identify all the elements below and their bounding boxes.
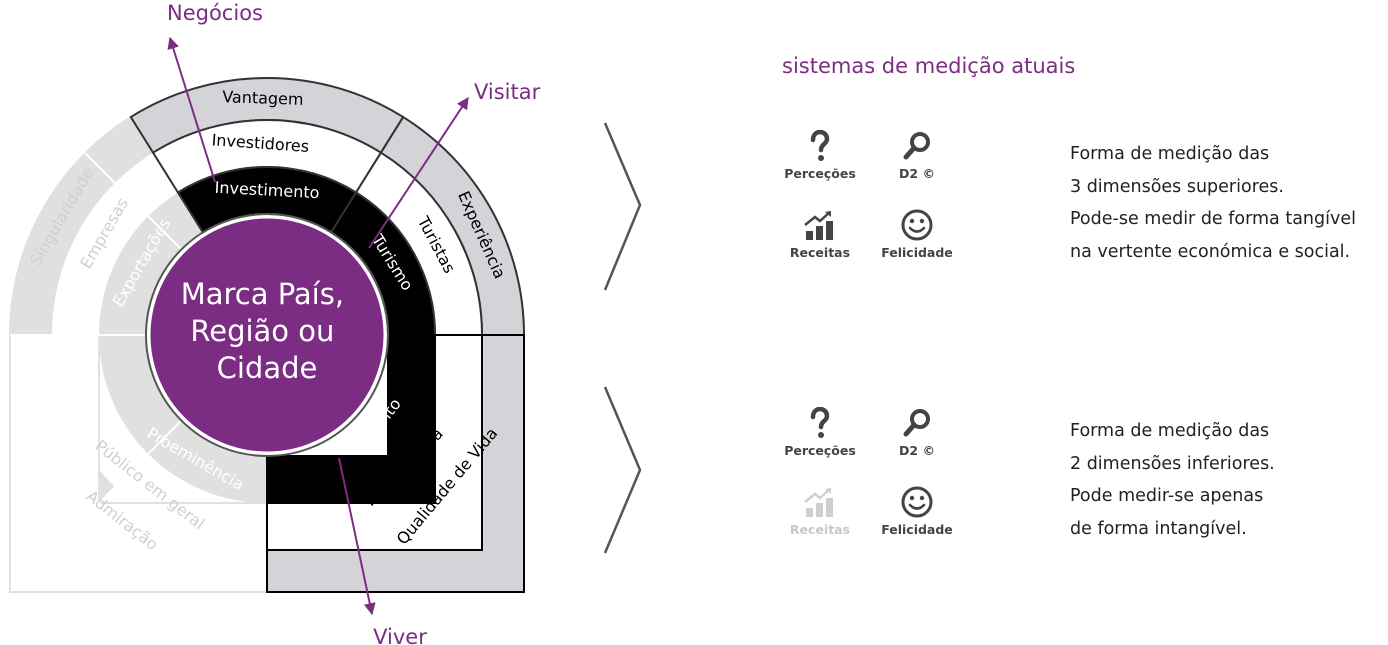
metric-label: Receitas bbox=[789, 245, 851, 260]
brand-wheel-diagram: InvestimentoTurismoTalentoProeminênciaEx… bbox=[9, 1, 642, 645]
description-line: 2 dimensões inferiores. bbox=[1070, 453, 1275, 474]
description-line: Pode medir-se apenas bbox=[1070, 486, 1264, 506]
metric-percecoes-1: Perceções bbox=[775, 130, 865, 181]
center-line-2: Região ou bbox=[190, 314, 334, 348]
axis-arrow-live bbox=[338, 457, 376, 616]
metric-receitas-1: Receitas bbox=[775, 209, 865, 260]
faded-divider bbox=[84, 419, 183, 518]
label-vantagem: Vantagem bbox=[222, 87, 304, 109]
wheel-dividers bbox=[10, 152, 183, 518]
metric-d2-2: D2 © bbox=[872, 407, 962, 458]
metric-label: Receitas bbox=[789, 522, 851, 537]
segment-inner-proeminencia-fill bbox=[99, 335, 267, 503]
metric-label: Felicidade bbox=[881, 522, 953, 537]
question-icon bbox=[810, 130, 830, 161]
description-line: Forma de medição das bbox=[1070, 421, 1270, 441]
axis-label-business: Negócios bbox=[167, 1, 263, 25]
magnifier-icon bbox=[903, 132, 930, 160]
bar-chart-growth-icon bbox=[804, 488, 833, 517]
description-line: 3 dimensões superiores. bbox=[1070, 176, 1284, 197]
axis-arrow-visit bbox=[368, 96, 469, 249]
bracket-lower bbox=[603, 386, 642, 554]
question-icon bbox=[810, 407, 830, 438]
description-line: de forma intangível. bbox=[1070, 518, 1247, 539]
metric-label: D2 © bbox=[899, 166, 935, 181]
metric-felicidade-1: Felicidade bbox=[872, 209, 962, 260]
center-title: Marca País, Região ou Cidade bbox=[181, 277, 354, 385]
description-lower: Forma de medição das 2 dimensões inferio… bbox=[1070, 415, 1275, 545]
center-circle bbox=[147, 215, 387, 455]
description-line: Pode-se medir de forma tangível bbox=[1070, 209, 1356, 229]
axis-label-live: Viver bbox=[373, 625, 427, 645]
metric-d2-1: D2 © bbox=[872, 130, 962, 181]
metric-label: D2 © bbox=[899, 443, 935, 458]
panel-title: sistemas de medição atuais bbox=[782, 54, 1076, 78]
center-line-1: Marca País, bbox=[181, 277, 344, 311]
faded-divider bbox=[84, 152, 183, 251]
description-line: na vertente económica e social. bbox=[1070, 241, 1351, 262]
smiley-icon bbox=[901, 486, 933, 518]
metric-label: Perceções bbox=[784, 166, 856, 181]
bracket-upper bbox=[603, 122, 642, 291]
metric-receitas-2: Receitas bbox=[775, 486, 865, 537]
segment-middle-empresas-bg bbox=[51, 120, 267, 488]
metric-percecoes-2: Perceções bbox=[775, 407, 865, 458]
center-line-3: Cidade bbox=[217, 351, 318, 385]
metric-label: Perceções bbox=[784, 443, 856, 458]
axis-arrow-business bbox=[167, 36, 216, 183]
bar-chart-growth-icon bbox=[804, 211, 833, 240]
metric-felicidade-2: Felicidade bbox=[872, 486, 962, 537]
metric-label: Felicidade bbox=[881, 245, 953, 260]
description-line: Forma de medição das bbox=[1070, 144, 1270, 164]
segment-outer-singularidade-bg bbox=[9, 78, 267, 517]
axis-label-visit: Visitar bbox=[474, 80, 541, 104]
smiley-icon bbox=[901, 209, 933, 241]
center-ring bbox=[145, 213, 389, 457]
magnifier-icon bbox=[903, 409, 930, 437]
description-upper: Forma de medição das 3 dimensões superio… bbox=[1070, 138, 1356, 268]
